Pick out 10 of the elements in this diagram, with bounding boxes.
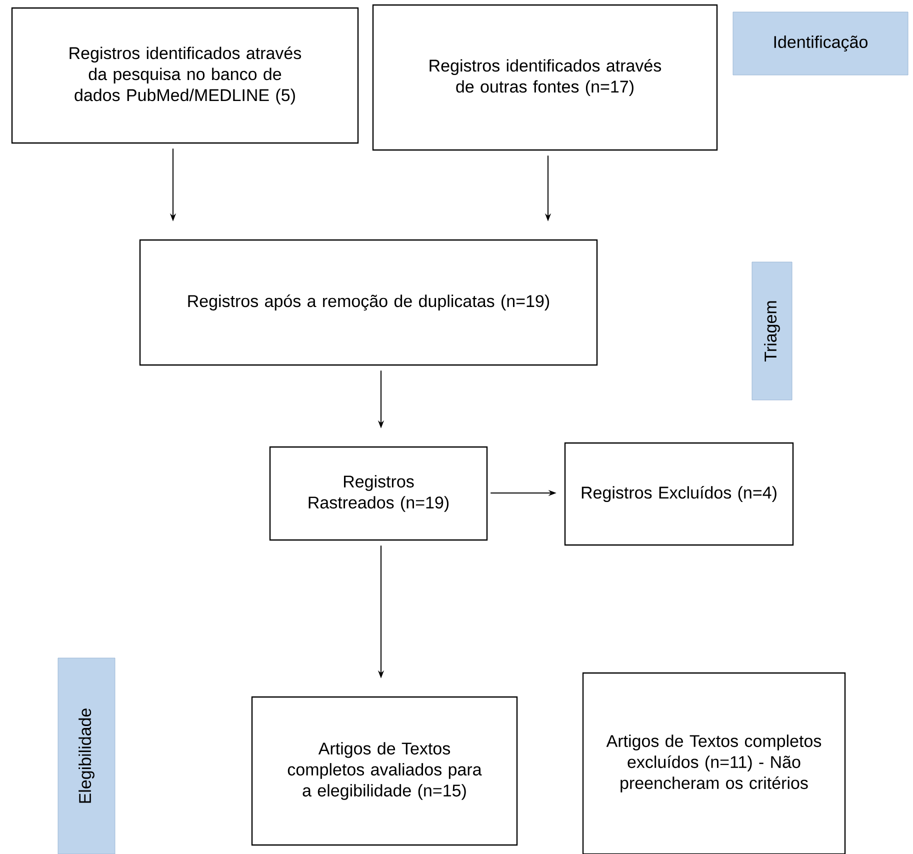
process-box: Artigos de Textos completos excluídos (n=11) - Não preencheram os critérios [582,672,846,854]
process-box: Registros identificados através de outras fontes (n=17) [372,4,718,151]
process-box: Registros identificados através da pesquisa no banco de dados PubMed/MEDLINE (5) [11,7,359,144]
phase-label: Elegibilidade [58,658,116,854]
process-box: Registros Excluídos (n=4) [564,442,794,546]
process-box: Registros Rastreados (n=19) [269,446,488,541]
phase-label: Identificação [732,12,908,76]
phase-label: Triagem [752,262,792,400]
process-box: Artigos de Textos completos avaliados para a elegibilidade (n=15) [251,696,518,846]
process-box: Registros após a remoção de duplicatas (n=19) [139,239,598,366]
